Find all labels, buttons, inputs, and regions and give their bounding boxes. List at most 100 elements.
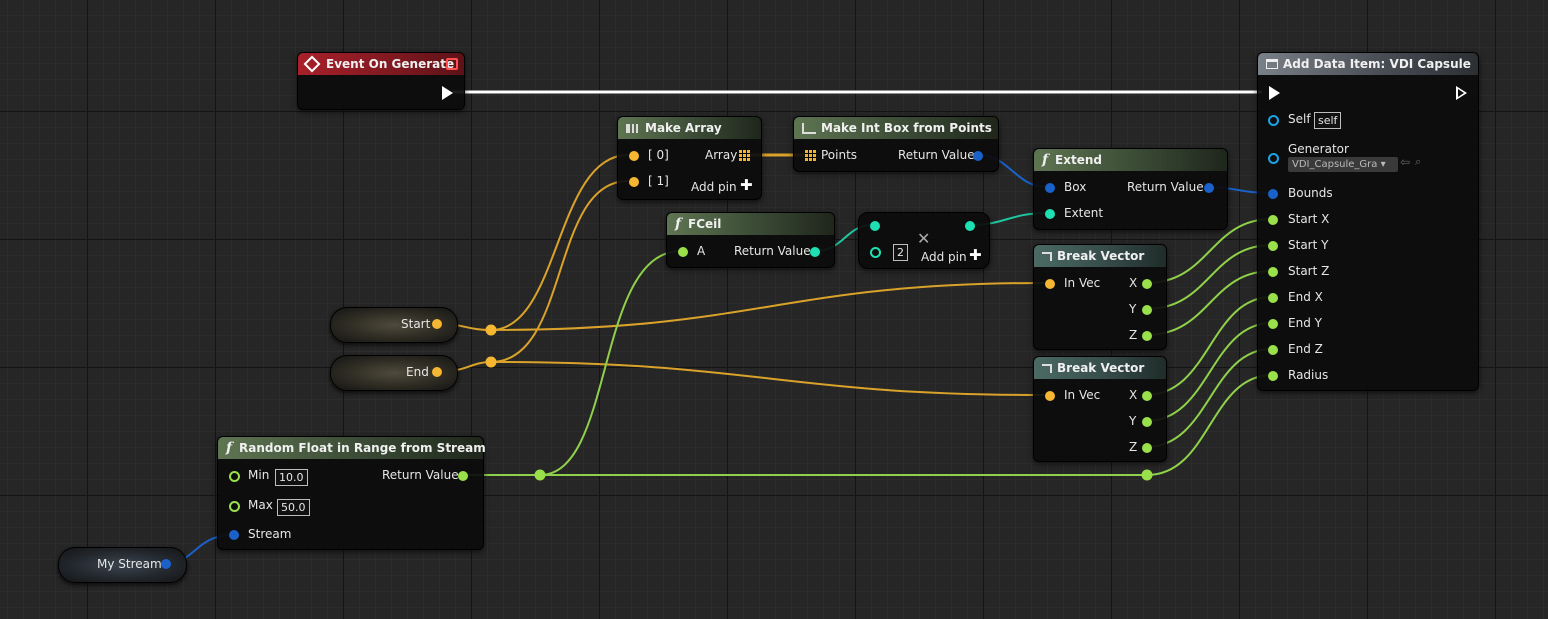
z-pin-1[interactable] <box>1142 331 1152 341</box>
break-vector-icon <box>1042 251 1052 261</box>
array-add-pin-label[interactable]: Add pin <box>691 180 737 194</box>
box-label: Box <box>1064 180 1087 194</box>
x-label-2: X <box>1129 388 1138 402</box>
my-stream-pin[interactable] <box>161 559 171 569</box>
add-data-item-node[interactable]: Add Data Item: VDI Capsule Self self Gen… <box>1257 52 1479 391</box>
add-pin-plus-icon[interactable]: ✚ <box>740 176 753 194</box>
event-on-generate-node[interactable]: Event On Generate <box>297 52 465 110</box>
end-variable-node[interactable]: End <box>330 355 458 391</box>
end-variable-label: End <box>406 365 429 379</box>
multiply-in-b-pin[interactable] <box>870 247 881 258</box>
start-y-pin[interactable] <box>1268 241 1278 251</box>
fceil-a-pin[interactable] <box>678 247 688 257</box>
multiply-add-pin-label[interactable]: Add pin <box>921 250 967 264</box>
generator-pin[interactable] <box>1268 153 1279 164</box>
fceil-return-label: Return Value <box>734 244 811 258</box>
browse-search-icon[interactable]: ⌕ <box>1415 155 1422 168</box>
use-selected-arrow-icon[interactable]: ⇦ <box>1400 155 1411 169</box>
box-pin[interactable] <box>1045 183 1055 193</box>
in-vec-label-2: In Vec <box>1064 388 1101 402</box>
exec-in-pin[interactable] <box>1269 86 1280 100</box>
extend-return-pin[interactable] <box>1204 183 1214 193</box>
reroute-start-knot <box>485 324 497 336</box>
bounds-pin[interactable] <box>1268 189 1278 199</box>
reroute-float-knot <box>534 469 546 481</box>
fceil-return-pin[interactable] <box>810 247 820 257</box>
array-out-grid-icon[interactable] <box>739 150 750 161</box>
end-x-label: End X <box>1288 290 1323 304</box>
int-box-return-pin[interactable] <box>973 151 983 161</box>
start-variable-label: Start <box>401 317 431 331</box>
make-array-node[interactable]: Make Array [ 0] [ 1] Array Add pin ✚ <box>617 116 762 200</box>
add-pin-plus-icon[interactable]: ✚ <box>969 246 982 264</box>
in-vec-label-1: In Vec <box>1064 276 1101 290</box>
self-value[interactable]: self <box>1314 112 1342 129</box>
start-variable-node[interactable]: Start <box>330 307 458 343</box>
in-vec-pin-2[interactable] <box>1045 391 1055 401</box>
random-float-node[interactable]: f Random Float in Range from Stream Min … <box>217 436 486 550</box>
random-return-pin[interactable] <box>458 471 468 481</box>
max-pin[interactable] <box>229 501 240 512</box>
random-float-title: Random Float in Range from Stream <box>239 441 486 455</box>
event-header: Event On Generate <box>298 53 464 75</box>
event-diamond-icon <box>303 55 321 73</box>
reroute-float-knot-2 <box>1141 469 1153 481</box>
generator-dropdown[interactable]: VDI_Capsule_Gra ▾ <box>1288 157 1398 172</box>
break-vector-icon <box>1042 363 1052 373</box>
end-x-pin[interactable] <box>1268 293 1278 303</box>
end-variable-pin[interactable] <box>432 367 442 377</box>
wire-end-to-array1 <box>490 180 629 363</box>
min-pin[interactable] <box>229 471 240 482</box>
my-stream-variable-node[interactable]: My Stream <box>58 547 187 583</box>
start-x-pin[interactable] <box>1268 215 1278 225</box>
radius-pin[interactable] <box>1268 371 1278 381</box>
array-in-0-pin[interactable] <box>629 151 639 161</box>
points-grid-icon[interactable] <box>805 150 816 161</box>
add-data-item-title: Add Data Item: VDI Capsule <box>1283 57 1471 71</box>
break-vector-node-2[interactable]: Break Vector In Vec X Y Z <box>1033 356 1167 462</box>
multiply-b-value[interactable]: 2 <box>893 244 908 261</box>
fceil-header: f FCeil <box>667 213 834 235</box>
extend-header: f Extend <box>1034 149 1227 171</box>
wire-start-to-array0 <box>490 154 629 331</box>
start-x-label: Start X <box>1288 212 1330 226</box>
add-data-item-header: Add Data Item: VDI Capsule <box>1258 53 1478 75</box>
z-pin-2[interactable] <box>1142 443 1152 453</box>
chevron-down-icon: ▾ <box>1377 159 1386 170</box>
y-pin-1[interactable] <box>1142 305 1152 315</box>
max-value[interactable]: 50.0 <box>277 499 310 516</box>
extend-node[interactable]: f Extend Box Extent Return Value <box>1033 148 1228 230</box>
start-variable-pin[interactable] <box>432 319 442 329</box>
y-pin-2[interactable] <box>1142 417 1152 427</box>
max-label: Max <box>248 498 273 512</box>
in-vec-pin-1[interactable] <box>1045 279 1055 289</box>
multiply-in-a-pin[interactable] <box>870 221 880 231</box>
end-y-pin[interactable] <box>1268 319 1278 329</box>
break-vector-title-2: Break Vector <box>1057 361 1145 375</box>
multiply-out-pin[interactable] <box>965 221 975 231</box>
make-int-box-node[interactable]: Make Int Box from Points Points Return V… <box>793 116 999 172</box>
end-y-label: End Y <box>1288 316 1322 330</box>
make-int-box-header: Make Int Box from Points <box>794 117 998 139</box>
start-z-pin[interactable] <box>1268 267 1278 277</box>
x-pin-2[interactable] <box>1142 391 1152 401</box>
min-value[interactable]: 10.0 <box>275 469 308 486</box>
z-label-2: Z <box>1129 440 1138 454</box>
fceil-node[interactable]: f FCeil A Return Value <box>666 212 835 268</box>
exec-out-pin[interactable] <box>442 86 453 100</box>
extend-title: Extend <box>1055 153 1102 167</box>
stream-pin[interactable] <box>229 530 239 540</box>
x-pin-1[interactable] <box>1142 279 1152 289</box>
function-icon: f <box>675 216 682 232</box>
array-out-label: Array <box>705 148 738 162</box>
fceil-title: FCeil <box>688 217 722 231</box>
self-pin[interactable] <box>1268 115 1279 126</box>
extent-pin[interactable] <box>1045 209 1055 219</box>
break-vector-header-1: Break Vector <box>1034 245 1166 267</box>
multiply-node[interactable]: 2 ✕ Add pin ✚ <box>858 212 990 269</box>
break-vector-node-1[interactable]: Break Vector In Vec X Y Z <box>1033 244 1167 350</box>
array-in-1-label: [ 1] <box>648 174 669 188</box>
make-array-title: Make Array <box>645 121 722 135</box>
end-z-pin[interactable] <box>1268 345 1278 355</box>
array-in-1-pin[interactable] <box>629 177 639 187</box>
